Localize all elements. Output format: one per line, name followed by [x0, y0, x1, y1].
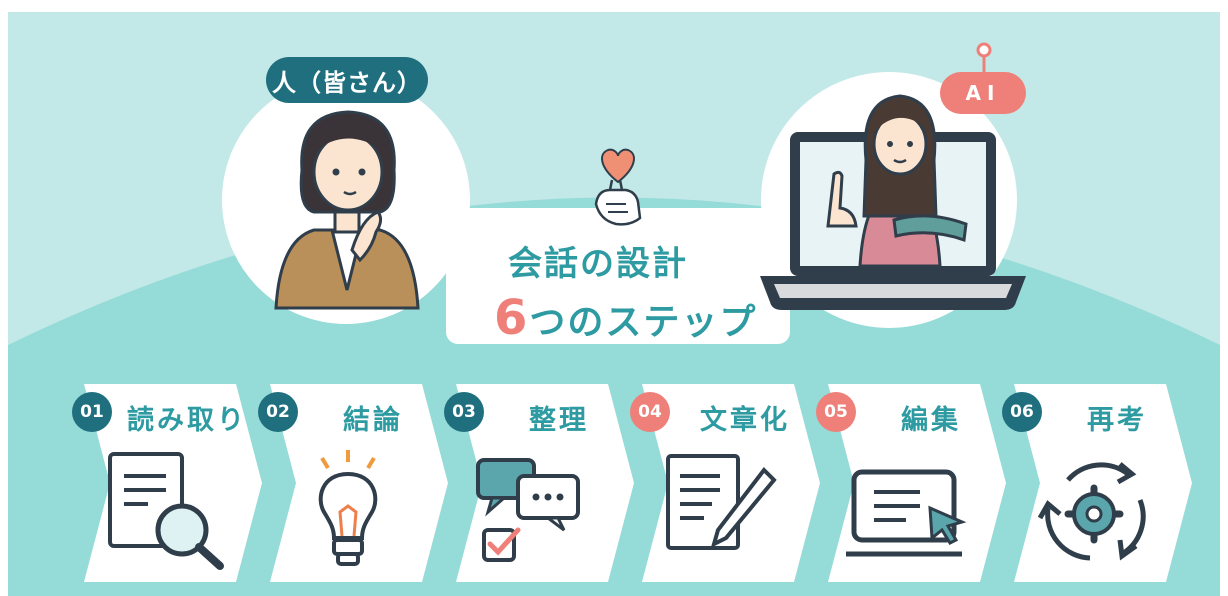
laptop-ai-illustration — [760, 42, 1026, 310]
person-illustration — [274, 110, 420, 310]
title-line-2-text: つのステップ — [529, 302, 758, 343]
step-number-badge: 01 — [72, 392, 112, 432]
chat-check-icon — [476, 458, 580, 562]
heart-hands-icon — [594, 148, 642, 226]
document-pen-icon — [666, 454, 777, 550]
step-label: 整理 — [529, 405, 589, 436]
ai-label: AI — [965, 81, 1001, 105]
step-card — [1014, 384, 1192, 582]
step-01: 01 読み取り — [72, 384, 264, 582]
screen-cursor-icon — [846, 469, 967, 557]
step-04: 04 文章化 — [630, 384, 822, 582]
step-02: 02 結論 — [258, 384, 450, 582]
lightbulb-icon — [318, 450, 378, 566]
step-05: 05 編集 — [816, 384, 1008, 582]
title-line-2: 6つのステップ — [494, 290, 757, 346]
step-label: 読み取り — [127, 405, 247, 436]
step-number-badge: 06 — [1002, 392, 1042, 432]
ai-label-pill: AI — [940, 72, 1026, 114]
person-label: 人（皆さん） — [272, 68, 422, 97]
step-number-badge: 02 — [258, 392, 298, 432]
step-06: 06 再考 — [1002, 384, 1194, 582]
step-number-badge: 03 — [444, 392, 484, 432]
step-label: 結論 — [343, 405, 403, 436]
person-label-pill: 人（皆さん） — [266, 57, 428, 103]
step-label: 文章化 — [700, 405, 790, 436]
title-card — [446, 208, 790, 344]
step-label: 再考 — [1087, 405, 1147, 436]
document-search-icon — [108, 452, 224, 570]
step-number-badge: 05 — [816, 392, 856, 432]
gear-cycle-icon — [1037, 462, 1146, 561]
title-line-1: 会話の設計 — [508, 244, 688, 284]
step-label: 編集 — [901, 405, 961, 436]
step-03: 03 整理 — [444, 384, 636, 582]
step-number-badge: 04 — [630, 392, 670, 432]
title-number: 6 — [494, 290, 530, 346]
